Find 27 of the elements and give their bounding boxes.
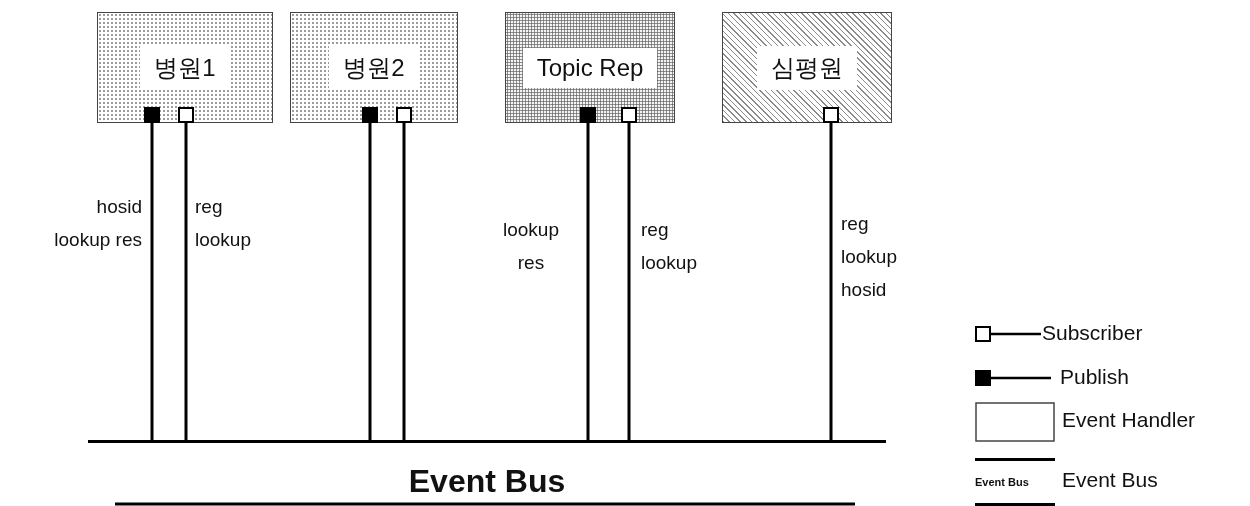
subscriber-port: [823, 107, 839, 123]
handler-label: 심평원: [757, 45, 857, 90]
event-handler-box: [290, 12, 458, 123]
subscriber-port: [178, 107, 194, 123]
connector-line: [368, 123, 372, 441]
handler-label: 병원1: [140, 45, 230, 90]
publish-port: [580, 107, 596, 123]
event-handler-box: [97, 12, 273, 123]
connector-line: [829, 123, 833, 441]
connector-line: [586, 123, 590, 441]
connector-line: [402, 123, 406, 441]
legend-text: Subscriber: [1042, 321, 1143, 345]
connector-line: [150, 123, 154, 441]
handler-label: 병원2: [329, 45, 419, 90]
subscriber-port: [396, 107, 412, 123]
legend-text: Event Bus: [1062, 468, 1158, 492]
publish-port: [362, 107, 378, 123]
publish-port: [144, 107, 160, 123]
event-handler-box: [722, 12, 892, 123]
legend-text: Event Handler: [1062, 408, 1196, 432]
event-handler-box: [505, 12, 675, 123]
connector-line: [184, 123, 188, 441]
event-bus-band: Event Bus: [88, 440, 886, 506]
handler-label: Topic Rep: [522, 47, 658, 88]
subscriber-port: [621, 107, 637, 123]
legend-text: Publish: [1060, 365, 1129, 389]
connector-line: [627, 123, 631, 441]
